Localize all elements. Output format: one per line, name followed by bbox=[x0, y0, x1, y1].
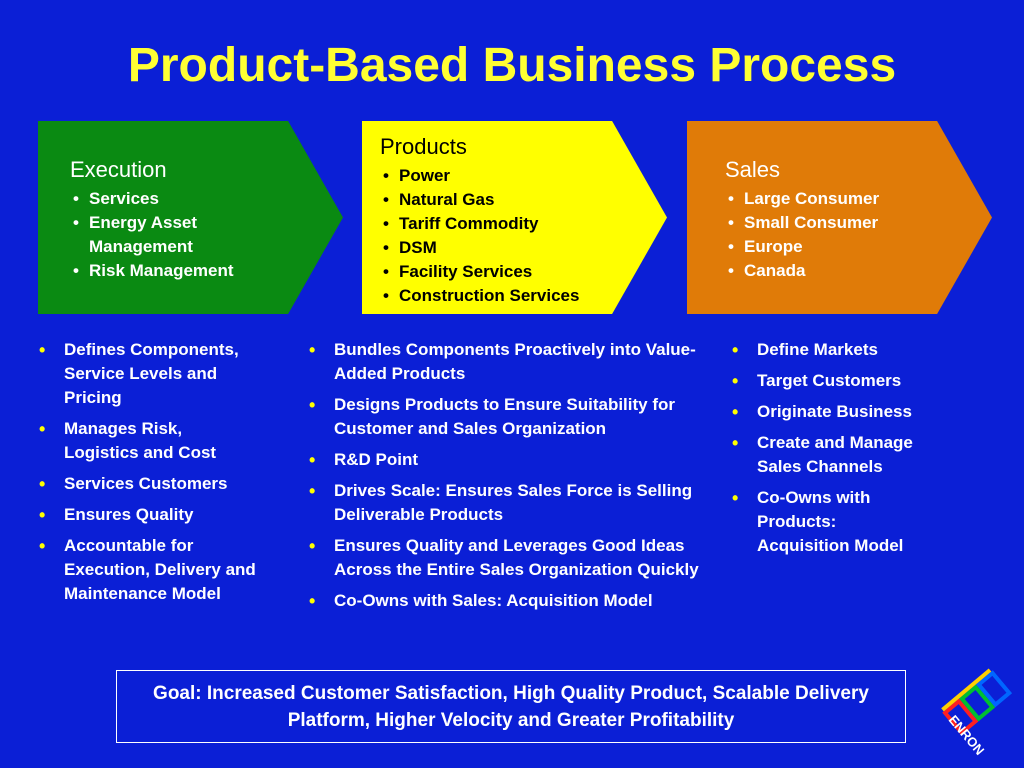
chevron-list-execution: Services Energy Asset Management Risk Ma… bbox=[70, 187, 234, 283]
list-item: Ensures Quality and Leverages Good Ideas… bbox=[307, 534, 704, 582]
list-item: Accountable for Execution, Delivery and … bbox=[37, 534, 264, 606]
column-execution: Defines Components, Service Levels and P… bbox=[37, 338, 277, 613]
list-item: Target Customers bbox=[730, 369, 960, 393]
list-item: Energy Asset Management bbox=[70, 211, 229, 259]
list-item: Originate Business bbox=[730, 400, 960, 424]
list-item: Services bbox=[70, 187, 234, 211]
list-item: Define Markets bbox=[730, 338, 960, 362]
list-item: Risk Management bbox=[70, 259, 234, 283]
list-item: Natural Gas bbox=[380, 188, 579, 212]
list-item: Facility Services bbox=[380, 260, 579, 284]
list-item: Europe bbox=[725, 235, 879, 259]
list-item: Create and Manage Sales Channels bbox=[730, 431, 957, 479]
column-sales: Define Markets Target Customers Originat… bbox=[730, 338, 960, 565]
list-item: Construction Services bbox=[380, 284, 579, 308]
enron-logo-icon: ENRON bbox=[941, 668, 1013, 758]
list-item: Services Customers bbox=[37, 472, 277, 496]
chevron-execution: Execution Services Energy Asset Manageme… bbox=[38, 121, 343, 314]
list-item: Co-Owns with Products: Acquisition Model bbox=[730, 486, 917, 558]
list-item: Small Consumer bbox=[725, 211, 879, 235]
list-item: Designs Products to Ensure Suitability f… bbox=[307, 393, 704, 441]
list-item: Ensures Quality bbox=[37, 503, 277, 527]
page-title: Product-Based Business Process bbox=[127, 39, 897, 92]
list-item: Canada bbox=[725, 259, 879, 283]
list-item: Drives Scale: Ensures Sales Force is Sel… bbox=[307, 479, 694, 527]
column-products: Bundles Components Proactively into Valu… bbox=[307, 338, 717, 620]
list-item: Large Consumer bbox=[725, 187, 879, 211]
chevron-title-sales: Sales bbox=[725, 157, 781, 182]
chevron-list-sales: Large Consumer Small Consumer Europe Can… bbox=[725, 187, 879, 283]
list-item: DSM bbox=[380, 236, 579, 260]
goal-box: Goal: Increased Customer Satisfaction, H… bbox=[116, 670, 906, 743]
chevron-title-products: Products bbox=[380, 134, 467, 159]
chevron-list-products: Power Natural Gas Tariff Commodity DSM F… bbox=[380, 164, 579, 308]
list-item: Tariff Commodity bbox=[380, 212, 579, 236]
list-item: Power bbox=[380, 164, 579, 188]
list-item: Manages Risk, Logistics and Cost bbox=[37, 417, 234, 465]
chevron-products: Products Power Natural Gas Tariff Commod… bbox=[362, 121, 667, 314]
chevron-sales: Sales Large Consumer Small Consumer Euro… bbox=[687, 121, 992, 314]
chevron-title-execution: Execution bbox=[70, 157, 167, 182]
list-item: Defines Components, Service Levels and P… bbox=[37, 338, 277, 410]
list-item: R&D Point bbox=[307, 448, 717, 472]
list-item: Bundles Components Proactively into Valu… bbox=[307, 338, 704, 386]
list-item: Co-Owns with Sales: Acquisition Model bbox=[307, 589, 717, 613]
